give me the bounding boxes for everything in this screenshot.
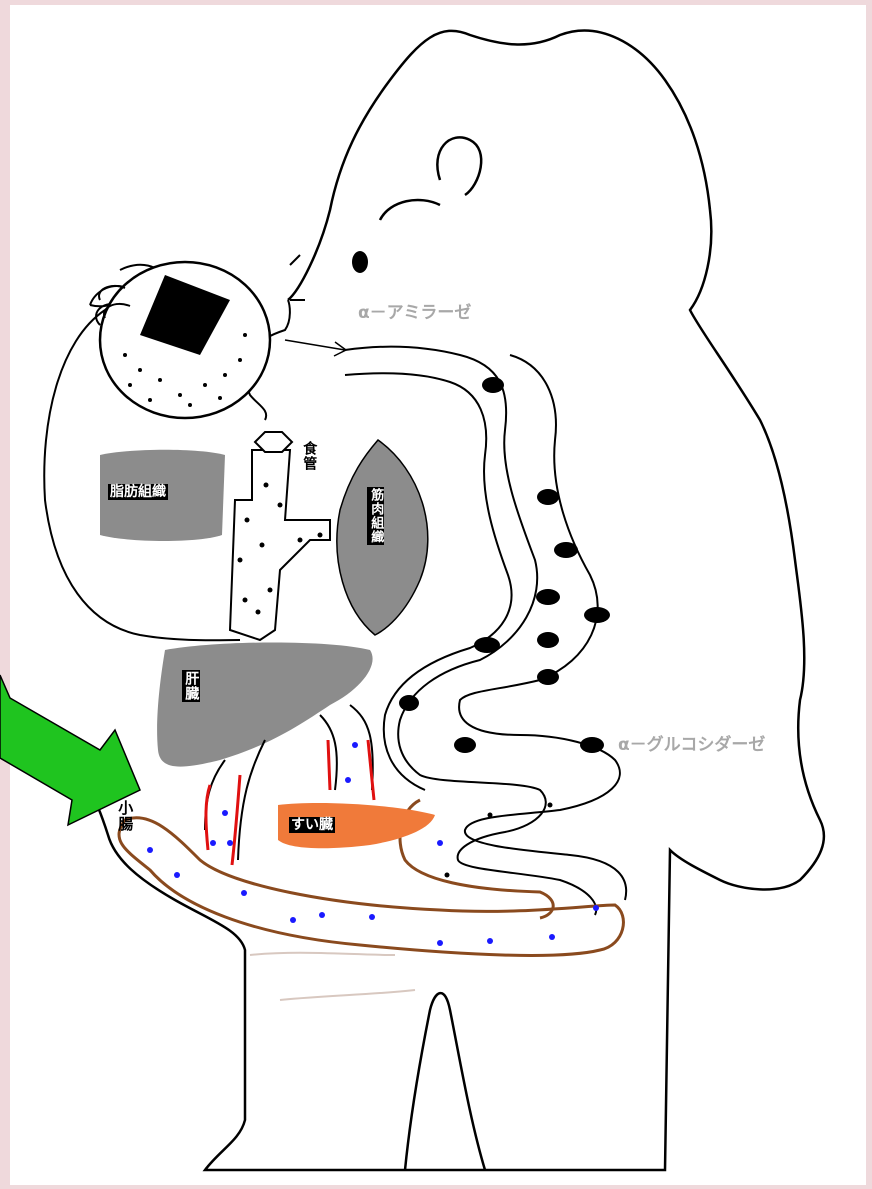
pancreas-label: すい臓 — [289, 817, 335, 833]
amylase-label: α－アミラーゼ — [358, 305, 471, 322]
vessel-column — [230, 450, 330, 640]
eye — [352, 251, 368, 273]
liver — [157, 643, 373, 767]
muscle-tissue-label: 筋肉組織 — [367, 487, 384, 545]
glucosidase-label: α－グルコシダーゼ — [618, 737, 765, 754]
faint-lines — [250, 953, 415, 1000]
liver-label: 肝臓 — [182, 670, 200, 702]
leg-gap — [405, 993, 485, 1170]
trachea-label: 食管 — [302, 441, 316, 471]
eye-brow — [380, 200, 440, 220]
small-intestine-label: 小腸 — [117, 800, 132, 832]
adipose-tissue-label: 脂肪組織 — [108, 484, 168, 500]
rice-ball-icon — [99, 262, 270, 418]
body-outline — [90, 31, 824, 1170]
ear — [437, 137, 481, 195]
food-arrow — [285, 340, 345, 350]
